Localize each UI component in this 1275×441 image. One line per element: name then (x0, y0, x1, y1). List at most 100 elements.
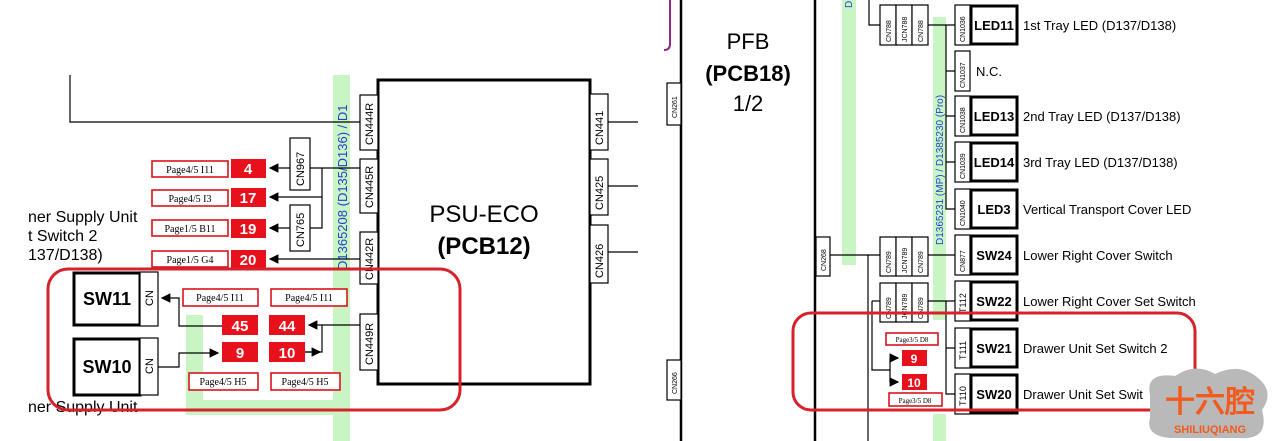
connector-label: CN449R (364, 323, 376, 365)
harness-label: D (844, 1, 855, 8)
page-ref: Page4/5 I11 (166, 165, 214, 176)
row-sw21[interactable]: T111 SW21 Drawer Unit Set Switch 2 (954, 327, 1168, 369)
row-sw24[interactable]: CN877 SW24 Lower Right Cover Switch (954, 234, 1173, 276)
board-id: (PCB12) (437, 233, 530, 260)
connector-label: CN789 (918, 251, 925, 273)
switch-sw10[interactable] (72, 337, 142, 397)
wire (868, 0, 955, 210)
row-led13[interactable]: CN1038 LED13 2nd Tray LED (D137/D138) (954, 95, 1181, 137)
row-sw22[interactable]: T112 SW22 Lower Right Cover Set Switch (954, 280, 1196, 322)
signal-number: 19 (240, 221, 257, 238)
page-ref: Page4/5 I11 (196, 293, 244, 304)
part-label: SW22 (976, 294, 1011, 309)
signal-ref-19[interactable]: Page1/5 B11 19 (151, 219, 266, 238)
connector-label: T110 (958, 386, 968, 406)
highlight-box (46, 267, 462, 412)
wire (889, 353, 900, 370)
connector-cn425 (589, 158, 609, 216)
psu-board[interactable] (376, 78, 592, 386)
wire (871, 300, 955, 395)
connector-label: T112 (958, 293, 968, 313)
connector-label: JCN789 (902, 294, 909, 319)
watermark-logo: 十六腔 SHILIUQIANG (1149, 368, 1268, 439)
page-ref: Page1/5 G4 (167, 255, 214, 266)
signal-ref-4[interactable]: Page4/5 I11 4 (151, 159, 266, 178)
page-ref: Page4/5 I3 (168, 194, 211, 205)
part-description: Vertical Transport Cover LED (1023, 202, 1191, 217)
connector-label: CN441 (594, 111, 606, 145)
harness-band (333, 75, 350, 441)
part-label: LED13 (974, 109, 1014, 124)
part-description: 3rd Tray LED (D137/D138) (1023, 155, 1178, 170)
highlight-box (791, 311, 1197, 412)
row-nc[interactable]: CN1037 N.C. (954, 50, 1002, 92)
watermark-latin: SHILIUQIANG (1174, 424, 1246, 436)
signal-ref-20[interactable]: Page1/5 G4 20 (151, 250, 266, 269)
part-description: Lower Right Cover Switch (1023, 248, 1173, 263)
connector-cn765 (289, 204, 311, 252)
connector-label: CN (144, 290, 156, 306)
switch-label: SW11 (83, 289, 131, 309)
connector-label: JCN789 (902, 248, 909, 273)
harness-label: D1365231 (MP) / D1385230 (Pro) (935, 95, 946, 245)
part-label: SW21 (976, 341, 1011, 356)
part-description: 1st Tray LED (D137/D138) (1023, 18, 1176, 33)
connector-label: CN788 (886, 20, 893, 42)
wire (69, 75, 360, 123)
part-label: LED14 (974, 155, 1015, 170)
row-led11[interactable]: CN1036 LED11 1st Tray LED (D137/D138) (954, 4, 1176, 46)
signal-number: 20 (240, 252, 257, 269)
side-text: 137/D138) (28, 247, 103, 264)
connector-label: CN (144, 358, 156, 374)
connector-cn266 (666, 359, 682, 401)
part-description: N.C. (976, 64, 1002, 79)
page-ref: Page4/5 I11 (285, 293, 333, 304)
connector-label: CN877 (960, 250, 967, 272)
wire-purple (663, 0, 671, 51)
part-label: SW20 (976, 387, 1011, 402)
signal-ref-17[interactable]: Page4/5 I3 17 (151, 188, 266, 207)
wire (305, 325, 323, 353)
connector-label: CN1039 (960, 153, 967, 179)
signal-number: 4 (244, 161, 253, 178)
connector-label: CN789 (918, 297, 925, 319)
wire (160, 293, 222, 327)
connector-label: CN765 (295, 213, 307, 247)
page-ref: Page1/5 B11 (164, 224, 215, 235)
connector-label: CN967 (295, 152, 307, 186)
signal-number: 9 (911, 352, 918, 366)
connector-label: T111 (958, 341, 968, 360)
wire (270, 168, 323, 228)
watermark-text: 十六腔 (1165, 386, 1255, 419)
row-led3[interactable]: CN1040 LED3 Vertical Transport Cover LED (954, 188, 1191, 230)
page-ref: Page3/5 D8 (899, 397, 932, 405)
signal-group-drawer[interactable]: Page3/5 D8 9 10 Page3/5 D8 (885, 332, 943, 407)
connector-cn (139, 271, 159, 327)
signal-group-highlight[interactable]: Page4/5 I11 Page4/5 I11 45 44 9 10 Page4… (182, 288, 348, 391)
row-sw20[interactable]: T110 SW20 Drawer Unit Set Swit (954, 373, 1143, 415)
connector-cn967 (289, 137, 311, 191)
wire (158, 348, 220, 368)
connector-cn449r (359, 313, 379, 371)
signal-number: 45 (232, 318, 249, 335)
left-panel: D1365208 (D135/D136) / D1 CN967 CN765 Pa… (28, 75, 638, 441)
board-name: PFB (727, 29, 770, 54)
part-label: LED3 (977, 202, 1010, 217)
connector-label: CN445R (364, 166, 376, 208)
wire (880, 369, 900, 387)
connector-label: CN261 (672, 96, 679, 118)
part-description: 2nd Tray LED (D137/D138) (1023, 109, 1181, 124)
signal-number: 10 (907, 376, 921, 390)
signal-number: 9 (236, 345, 244, 362)
right-panel: CN261 CN266 PFB (PCB18) 1/2 D D1365231 (… (663, 0, 1197, 441)
row-led14[interactable]: CN1039 LED14 3rd Tray LED (D137/D138) (954, 141, 1178, 183)
connector-label: CN1040 (960, 200, 967, 226)
connector-label: CN789 (886, 297, 893, 319)
harness-band (933, 17, 946, 320)
signal-number: 10 (279, 345, 296, 362)
connector-cn268 (815, 236, 831, 277)
signal-number: 44 (279, 318, 296, 335)
connector-label: CN1038 (960, 107, 967, 133)
harness-band (933, 414, 946, 441)
switch-sw11[interactable] (72, 271, 142, 327)
